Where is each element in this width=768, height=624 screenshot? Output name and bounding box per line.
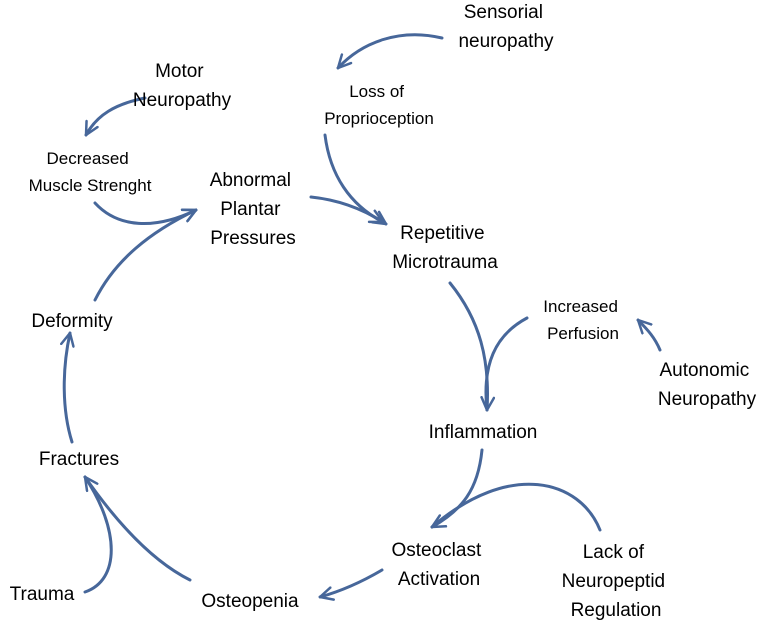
node-increased-perfusion: Increased Perfusion (543, 297, 622, 343)
node-trauma: Trauma (10, 584, 75, 605)
arrow-deformity-to-plantar-pressures (93, 208, 198, 302)
arrow-neuropeptid-to-osteoclast (430, 482, 602, 532)
node-fractures: Fractures (39, 449, 119, 470)
node-autonomic-neuropathy: Autonomic Neuropathy (658, 360, 757, 410)
arrow-perfusion-to-inflammation (484, 316, 529, 412)
arrow-fractures-to-deformity (60, 331, 75, 444)
arrow-sensorial-to-proprioception (336, 33, 444, 70)
node-deformity: Deformity (31, 311, 113, 332)
nodes: Sensorial neuropathy Loss of Propriocept… (10, 2, 757, 621)
node-osteopenia: Osteopenia (201, 591, 299, 612)
arrow-autonomic-to-perfusion (636, 318, 662, 352)
node-lack-of-neuropeptid-regulation: Lack of Neuropeptid Regulation (562, 542, 671, 621)
node-sensorial-neuropathy: Sensorial neuropathy (458, 2, 554, 52)
node-loss-of-proprioception: Loss of Proprioception (324, 82, 434, 128)
arrow-osteopenia-to-fractures (83, 475, 192, 582)
arrow-plantar-pressures-to-microtrauma (309, 195, 388, 226)
arrow-trauma-to-fractures (83, 475, 113, 594)
arrow-inflammation-to-osteoclast (430, 448, 484, 529)
node-abnormal-plantar-pressures: Abnormal Plantar Pressures (210, 170, 297, 249)
arrow-microtrauma-to-inflammation (448, 281, 496, 412)
arrow-decreased-strength-to-plantar-pressures (93, 201, 198, 226)
arrow-proprioception-to-microtrauma (323, 133, 385, 224)
arrow-osteoclast-to-osteopenia (318, 568, 384, 601)
node-inflammation: Inflammation (429, 422, 538, 443)
arrow-motor-to-decreased-strength (84, 96, 147, 137)
node-motor-neuropathy: Motor Neuropathy (133, 61, 232, 111)
node-osteoclast-activation: Osteoclast Activation (391, 540, 486, 590)
node-decreased-muscle-strength: Decreased Muscle Strenght (29, 149, 152, 195)
node-repetitive-microtrauma: Repetitive Microtrauma (392, 223, 498, 273)
edges (60, 33, 662, 601)
